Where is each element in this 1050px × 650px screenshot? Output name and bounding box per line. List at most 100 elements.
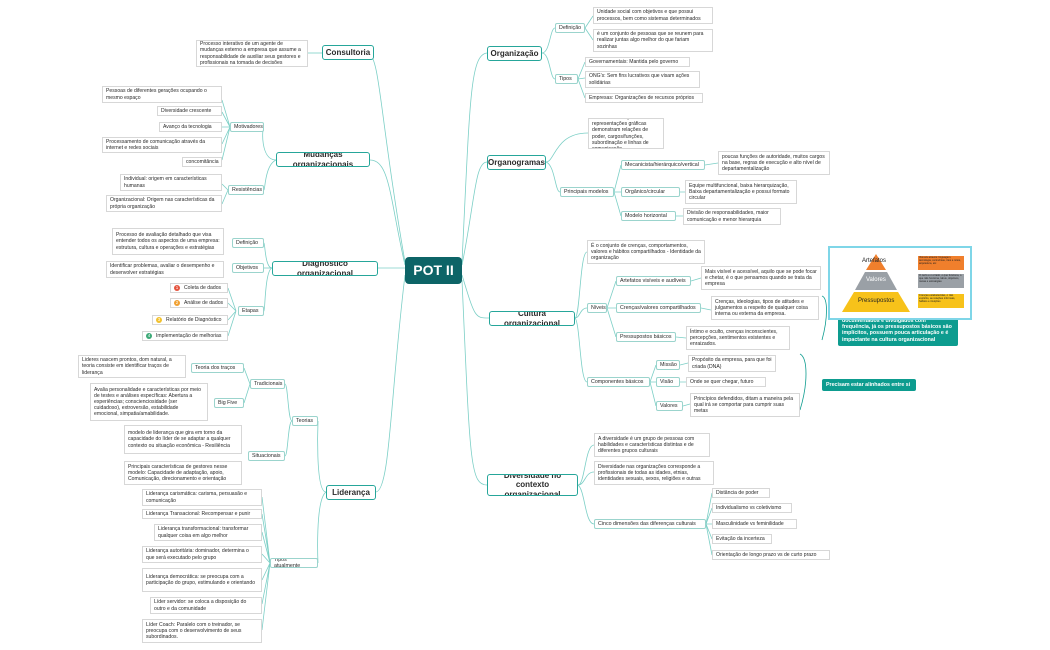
teoria-tracos[interactable]: Teoria dos traços [191, 363, 244, 373]
lideranca-tipos[interactable]: Tipos atualmente [270, 558, 318, 568]
modelo-mecanicista-text: poucas funções de autoridade, muitos car… [718, 151, 830, 175]
topic-cultura[interactable]: Cultura organizacional [489, 311, 575, 326]
etapa-item: 1 Coleta de dados [170, 283, 228, 293]
topic-organizacao[interactable]: Organização [487, 46, 542, 61]
diversidade-desc-2: Diversidade nas organizações corresponde… [594, 461, 714, 485]
etapa-label: Relatório de Diagnóstico [166, 316, 222, 323]
step-number-icon: 2 [174, 300, 180, 306]
nivel-crencas-text: Crenças, ideologias, tipos de atitudes e… [711, 296, 819, 320]
diversidade-desc-1: A diversidade é um grupo de pessoas com … [594, 433, 710, 457]
organogramas-modelos[interactable]: Principais modelos [560, 187, 614, 197]
etapa-item: 2 Análise de dados [170, 298, 228, 308]
organogramas-description: são estruturas que através de representa… [588, 118, 664, 149]
teorias-tradicionais[interactable]: Tradicionais [250, 379, 285, 389]
motivador-item: Processamento de comunicação através da … [102, 137, 222, 153]
componente-valores[interactable]: Valores [656, 401, 683, 411]
organizacao-tipo-item: Governamentais: Mantida pelo governo [585, 57, 690, 67]
resistencia-item: Organizacional: Origem nas característic… [106, 195, 222, 212]
nivel-artefatos-text: Mais visível e acessível, aquilo que se … [701, 266, 821, 290]
topic-mudancas[interactable]: Mudanças organizacionais [276, 152, 370, 167]
nivel-pressupostos-text: Íntimo e oculto, crenças inconscientes, … [686, 326, 790, 350]
nivel-crencas[interactable]: Crenças/valores compartilhados [616, 303, 701, 313]
motivador-item: Pessoas de diferentes gerações ocupando … [102, 86, 222, 103]
teorias-situacionais[interactable]: Situacionais [248, 451, 285, 461]
mudancas-resistencias[interactable]: Resistências [228, 185, 264, 195]
diagnostico-objetivos-text: Identificar problemas, avaliar o desempe… [106, 261, 224, 278]
topic-organogramas[interactable]: Organogramas [487, 155, 546, 170]
cultura-componentes[interactable]: Componentes básicos [587, 377, 650, 387]
dimensao-item: Orientação de longo prazo vs de curto pr… [712, 550, 830, 560]
situacional-item: Principais características de gestores n… [124, 461, 242, 485]
organizacao-tipos[interactable]: Tipos [555, 74, 578, 84]
central-topic[interactable]: POT II [405, 257, 462, 284]
teoria-big-five-text: Avalia personalidade e características p… [90, 383, 208, 421]
topic-consultoria[interactable]: Consultoria [322, 45, 374, 60]
diagnostico-definicao[interactable]: Definição [232, 238, 264, 248]
pyramid-level-pressupostos [842, 292, 910, 312]
pyramid-level-valores [855, 272, 897, 290]
componente-missao-text: Propósito da empresa, para que foi criad… [688, 355, 776, 372]
tipo-lideranca-item: Liderança Transacional: Recompensar e pu… [142, 509, 262, 519]
step-number-icon: 3 [156, 317, 162, 323]
componente-visao-text: Onde se quer chegar, futuro [686, 377, 766, 387]
culture-pyramid-image: Artefatos Valores Pressupostos Visíveis … [828, 246, 972, 320]
nivel-artefatos[interactable]: Artefatos visíveis e audíveis [616, 276, 691, 286]
etapa-item: 3 Relatório de Diagnóstico [152, 315, 228, 325]
modelo-horizontal-text: Divisão de responsabilidades, maior comu… [683, 208, 781, 225]
pyramid-note-valores: O certo e o errado, o que funciona, o qu… [918, 274, 964, 288]
modelo-organico[interactable]: Orgânico/circular [621, 187, 680, 197]
tipo-lideranca-item: Líder Coach: Paralelo com o treinador, s… [142, 619, 262, 643]
tipo-lideranca-item: Liderança autoritária: dominador, determ… [142, 546, 262, 563]
organizacao-tipo-item: ONG's: Sem fins lucrativos que visam açõ… [585, 71, 700, 88]
pyramid-label-valores: Valores [866, 277, 886, 283]
cultura-niveis[interactable]: Níveis [587, 303, 607, 313]
teoria-big-five[interactable]: Big Five [214, 398, 244, 408]
step-number-icon: 4 [146, 333, 152, 339]
componente-missao[interactable]: Missão [656, 360, 680, 370]
diagnostico-etapas[interactable]: Etapas [238, 306, 264, 316]
pyramid-note-pressupostos: Crenças estabelecidas, o não explícito, … [918, 294, 964, 308]
consultoria-description: Processo interativo de um agente de muda… [196, 40, 308, 67]
topic-lideranca[interactable]: Liderança [326, 485, 376, 500]
tipo-lideranca-item: Liderança transformacional: transformar … [154, 524, 262, 541]
resistencia-item: Individual: origem em características hu… [120, 174, 222, 191]
dimensao-item: Evitação da incerteza [712, 534, 772, 544]
lideranca-teorias[interactable]: Teorias [292, 416, 318, 426]
topic-diagnostico[interactable]: Diagnóstico organizacional [272, 261, 378, 276]
mudancas-motivadores[interactable]: Motivadores [230, 122, 264, 132]
etapa-label: Implementação de melhorias [156, 332, 222, 339]
diagnostico-definicao-text: Processo de avaliação detalhado que visa… [112, 228, 224, 255]
modelo-organico-text: Equipe multifuncional, baixa hierarquiza… [685, 180, 797, 204]
organizacao-tipo-item: Empresas: Organizações de recursos própr… [585, 93, 703, 103]
organizacao-definicao[interactable]: Definição [555, 23, 585, 33]
motivador-item: concomitância [182, 157, 222, 167]
etapa-label: Coleta de dados [184, 284, 222, 291]
organizacao-definicao-item: Unidade social com objetivos e que possu… [593, 7, 713, 24]
dimensao-item: Masculinidade vs feminilidade [712, 519, 797, 529]
modelo-horizontal[interactable]: Modelo horizontal [621, 211, 676, 221]
organizacao-definicao-item: é um conjunto de pessoas que se reunem p… [593, 29, 713, 52]
componente-valores-text: Princípios defendidos, ditam a maneira p… [690, 393, 800, 417]
tipo-lideranca-item: Liderança democrática: se preocupa com a… [142, 568, 262, 592]
pyramid-label-pressupostos: Pressupostos [858, 298, 895, 304]
modelo-mecanicista[interactable]: Mecanicista/hierárquico/vertical [621, 160, 705, 170]
topic-diversidade[interactable]: Diversidade no contexto organizacional [487, 474, 578, 496]
nivel-pressupostos[interactable]: Pressupostos básicos [616, 332, 676, 342]
diagnostico-objetivos[interactable]: Objetivos [232, 263, 264, 273]
componente-visao[interactable]: Visão [656, 377, 680, 387]
step-number-icon: 1 [174, 285, 180, 291]
pyramid-note-artefatos: Visíveis através: linguagem, tecnologia,… [918, 256, 964, 270]
dimensao-item: Individualismo vs coletivismo [712, 503, 792, 513]
teoria-tracos-text: Lideres nascem prontos, dom natural, a t… [78, 355, 186, 378]
etapa-label: Análise de dados [184, 299, 224, 306]
etapa-item: 4 Implementação de melhorias [142, 331, 228, 341]
dimensao-item: Distância de poder [712, 488, 770, 498]
tipo-lideranca-item: Líder servidor: se coloca a disposição d… [150, 597, 262, 614]
cultura-description: É o conjunto de crenças, comportamentos,… [587, 240, 705, 264]
callout-componentes: Precisam estar alinhados entre si [822, 379, 916, 391]
situacional-item: modelo de liderança que gira em torno da… [124, 425, 242, 454]
pyramid-level-artefatos [866, 254, 886, 270]
diversidade-dimensoes[interactable]: Cinco dimensões das diferenças culturais [594, 519, 706, 529]
